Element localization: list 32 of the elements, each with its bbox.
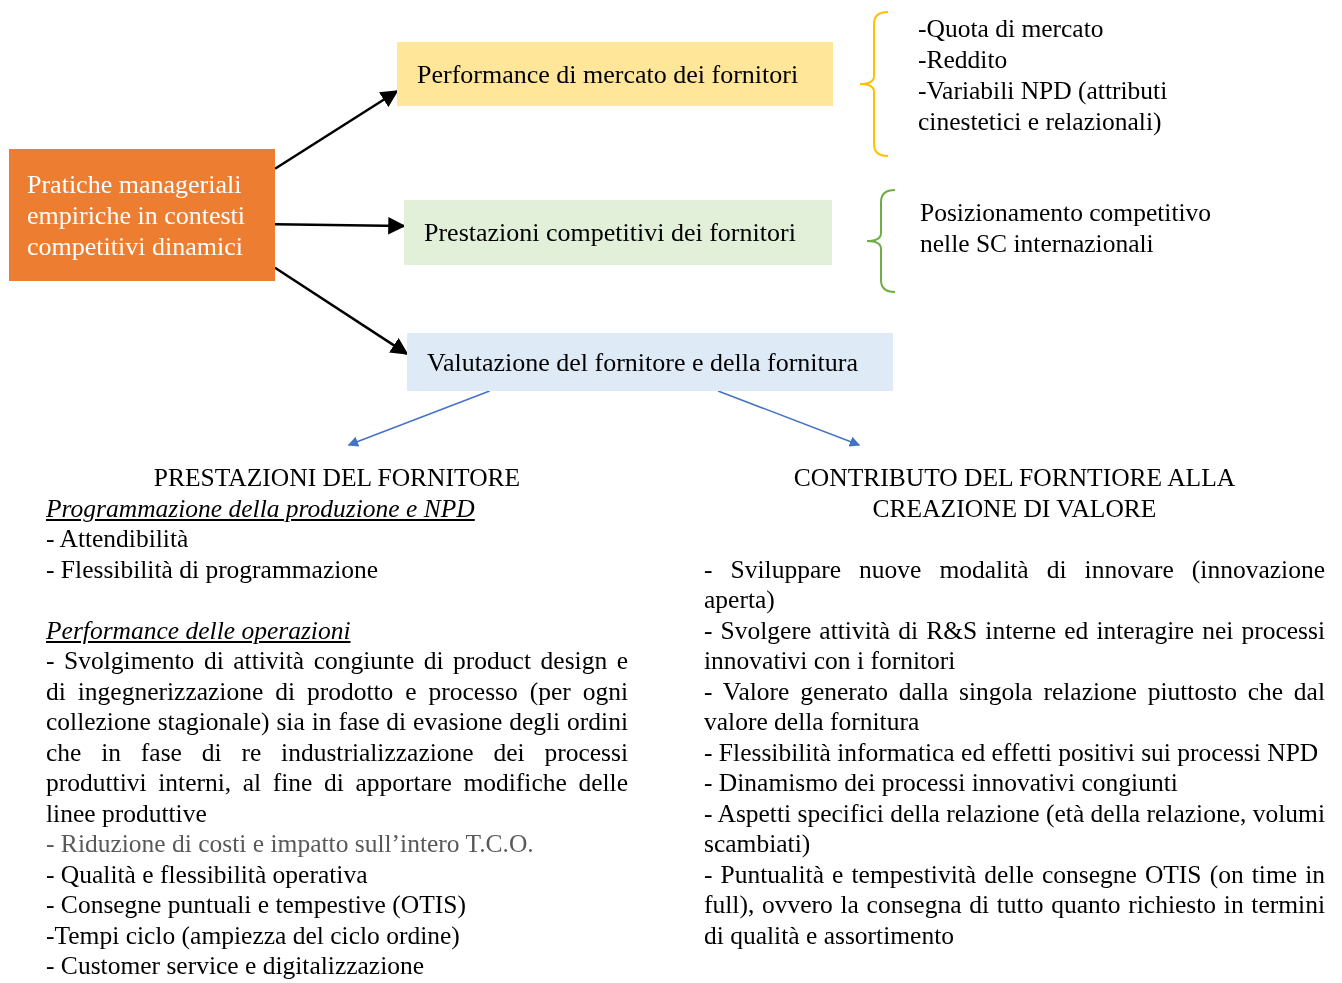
list-item: - Sviluppare nuove modalità di innovare (innovazione aperta)	[704, 554, 1325, 616]
process-box: Valutazione del fornitore e della fornitura	[407, 333, 893, 391]
process-box: Performance di mercato dei fornitori	[397, 42, 833, 106]
arrow	[274, 90, 399, 170]
note-text: -Variabili NPD (attributi cinestetici e relazionali)	[918, 75, 1169, 137]
list-item: - Dinamismo dei processi innovativi congiunti	[704, 768, 1179, 799]
note-text: Posizionamento competitivo nelle SC internazionali	[920, 197, 1213, 259]
list-item: - Aspetti specifici della relazione (età della relazione, volumi scambiati)	[704, 798, 1325, 860]
list-item: - Qualità e flessibilità operativa	[46, 859, 369, 890]
column-heading: PRESTAZIONI DEL FORNITORE	[152, 463, 522, 494]
list-item: - Flessibilità informatica ed effetti positivi sui processi NPD	[704, 737, 1320, 768]
list-item: - Puntualità e tempestività delle consegne OTIS (on time in full), ovvero la consegna di tutto quanto richiesto in termini di qualità e assortimento	[704, 859, 1325, 951]
list-item: - Customer service e digitalizzazione	[46, 951, 426, 982]
arrow	[347, 390, 491, 447]
subheading: Performance delle operazioni	[46, 615, 352, 646]
arrow	[275, 217, 406, 235]
note-text: -Quota di mercato	[918, 13, 1105, 44]
process-box: Pratiche manageriali empiriche in contesti competitivi dinamici	[9, 149, 275, 281]
arrow	[274, 266, 409, 355]
list-item: - Consegne puntuali e tempestive (OTIS)	[46, 890, 467, 921]
list-item: - Riduzione di costi e impatto sull’intero T.C.O.	[46, 829, 535, 860]
column-heading: CONTRIBUTO DEL FORNTIORE ALLA CREAZIONE DI VALORE	[792, 463, 1237, 524]
note-text: -Reddito	[918, 44, 1009, 75]
list-item: - Svolgimento di attività congiunte di product design e di ingegnerizzazione di prodotto e processo (per ogni collezione stagionale) sia in fase di evasione degli ordini che in fase di re industrializzazione dei processi produttivi interni, al fine di apportare modifiche delle linee produttive	[46, 646, 628, 829]
process-box: Prestazioni competitivi dei fornitori	[404, 200, 832, 265]
list-item: - Flessibilità di programmazione	[46, 554, 380, 585]
subheading: Programmazione della produzione e NPD	[46, 493, 476, 524]
list-item: - Valore generato dalla singola relazione piuttosto che dal valore della fornitura	[704, 676, 1325, 738]
arrow	[717, 390, 861, 447]
list-item: -Tempi ciclo (ampiezza del ciclo ordine)	[46, 920, 461, 951]
list-item: - Svolgere attività di R&S interne ed interagire nei processi innovativi con i fornitori	[704, 615, 1325, 677]
list-item: - Attendibilità	[46, 524, 190, 555]
